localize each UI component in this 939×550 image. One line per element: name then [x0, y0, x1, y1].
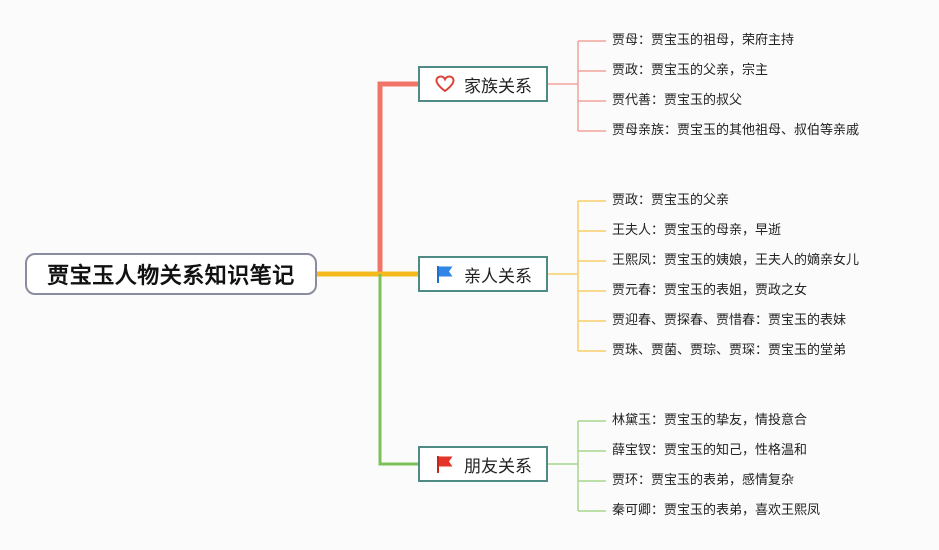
family-leaf-lines: [548, 40, 606, 132]
leaf-relatives-2[interactable]: 王夫人：贾宝玉的母亲，早逝: [612, 223, 782, 238]
leaf-relatives-3[interactable]: 王熙凤：贾宝玉的姨娘，王夫人的嫡亲女儿: [612, 253, 860, 268]
branch-family[interactable]: 家族关系: [418, 66, 548, 102]
root-title: 贾宝玉人物关系知识笔记: [47, 264, 295, 289]
leaf-family-2[interactable]: 贾政：贾宝玉的父亲，宗主: [612, 63, 769, 78]
friends-leaf-lines: [548, 420, 606, 512]
blue-flag-icon: [434, 264, 456, 284]
friends-connector: [378, 274, 418, 466]
heart-icon: [434, 74, 456, 94]
family-connector: [377, 81, 418, 274]
leaf-relatives-4[interactable]: 贾元春：贾宝玉的表姐，贾政之女: [612, 283, 808, 298]
leaf-relatives-6[interactable]: 贾珠、贾菌、贾琮、贾琛：贾宝玉的堂弟: [612, 343, 847, 358]
red-flag-icon: [434, 454, 456, 474]
branch-friends[interactable]: 朋友关系: [418, 446, 548, 482]
leaf-family-1[interactable]: 贾母：贾宝玉的祖母，荣府主持: [612, 33, 795, 48]
leaf-friends-4[interactable]: 秦可卿：贾宝玉的表弟，喜欢王熙凤: [612, 503, 821, 518]
leaf-relatives-1[interactable]: 贾政：贾宝玉的父亲: [612, 193, 730, 208]
branch-friends-label: 朋友关系: [464, 456, 532, 477]
leaf-family-3[interactable]: 贾代善：贾宝玉的叔父: [612, 93, 743, 108]
leaf-family-4[interactable]: 贾母亲族：贾宝玉的其他祖母、叔伯等亲戚: [612, 123, 860, 138]
branch-relatives-label: 亲人关系: [464, 266, 532, 287]
relatives-leaf-lines: [548, 200, 606, 352]
leaf-friends-2[interactable]: 薛宝钗：贾宝玉的知己，性格温和: [612, 443, 808, 458]
leaf-friends-1[interactable]: 林黛玉：贾宝玉的挚友，情投意合: [612, 413, 808, 428]
branch-family-label: 家族关系: [464, 76, 532, 97]
branch-relatives[interactable]: 亲人关系: [418, 256, 548, 292]
leaf-friends-3[interactable]: 贾环：贾宝玉的表弟，感情复杂: [612, 473, 795, 488]
root-topic[interactable]: 贾宝玉人物关系知识笔记: [25, 253, 317, 295]
leaf-relatives-5[interactable]: 贾迎春、贾探春、贾惜春：贾宝玉的表妹: [612, 313, 847, 328]
